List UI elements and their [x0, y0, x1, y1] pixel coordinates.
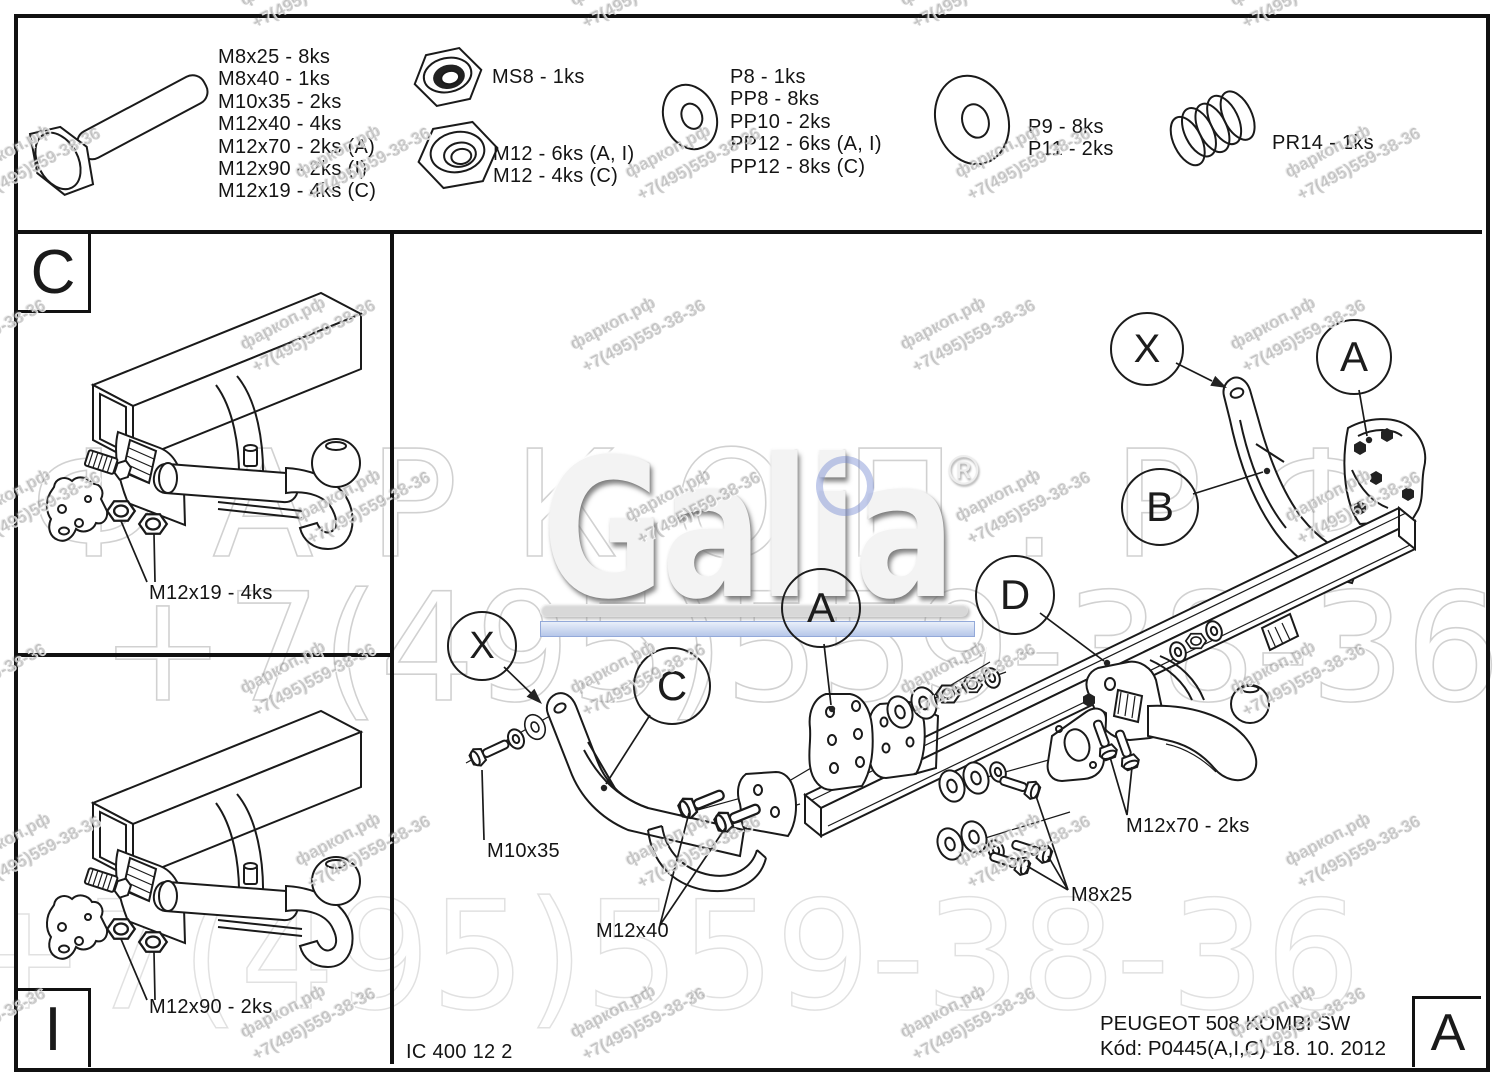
- bolt-size-item: M8x40 - 1ks: [218, 68, 331, 91]
- nut-item: M12 - 6ks (A, I): [493, 143, 635, 165]
- leader-lines: [481, 362, 1373, 926]
- right-mounting-plate: [1343, 418, 1427, 526]
- drawing-code-date: Kód: P0445(A,I,C) 18. 10. 2012: [1100, 1037, 1387, 1060]
- bolt-size-item: M8x25 - 8ks: [218, 46, 331, 68]
- bumper-plate: [1046, 707, 1108, 783]
- bolt-size-item: M12x70 - 2ks (A): [218, 135, 376, 158]
- callout-x-top: X: [1110, 312, 1184, 386]
- doc-number: IC 400 12 2: [406, 1041, 513, 1063]
- column-divider: [390, 234, 394, 1064]
- large-washer-item: P11 - 2ks: [1028, 138, 1114, 161]
- revision-corner-box: A: [1412, 996, 1481, 1067]
- panel-i-corner-box: I: [18, 988, 91, 1067]
- washer-list: P8 - 1ks PP8 - 8ks PP10 - 2ks PP12 - 6ks…: [730, 66, 882, 178]
- washer-icon: [661, 83, 719, 151]
- panel-i-letter: I: [44, 994, 62, 1064]
- spring-label: PR14 - 1ks: [1272, 132, 1374, 154]
- callout-d: D: [975, 555, 1055, 635]
- panel-i-part-label: M12x90 - 2ks: [149, 996, 273, 1018]
- callout-a-top: A: [1316, 319, 1392, 395]
- panel-c-part-label: M12x19 - 4ks: [149, 582, 273, 604]
- serrated-shim: [1260, 612, 1300, 652]
- label-m12x70: M12x70 - 2ks: [1126, 815, 1250, 837]
- washer-item: P8 - 1ks: [730, 66, 806, 88]
- tow-ball: [1147, 684, 1270, 782]
- nut-list: M12 - 6ks (A, I) M12 - 4ks (C): [493, 143, 635, 188]
- towbar-detail-c-drawing: [47, 293, 361, 582]
- washer-item: PP12 - 8ks (C): [730, 155, 866, 178]
- fastener-chain-lower: [932, 816, 1055, 878]
- callout-b: B: [1121, 468, 1199, 546]
- hex-nut-icon: [417, 120, 499, 190]
- exploded-assembly-drawing: [465, 362, 1427, 926]
- large-washer-item: P9 - 8ks: [1028, 116, 1104, 138]
- title-block: PEUGEOT 508 KOMBI SW Kód: P0445(A,I,C) 1…: [1100, 1011, 1386, 1061]
- fastener-chain-m10: [466, 710, 550, 770]
- label-m8x25: M8x25: [1071, 884, 1133, 906]
- hex-bolt-icon: [28, 74, 209, 196]
- label-m12x40: M12x40: [596, 920, 669, 942]
- callout-c: C: [633, 647, 711, 725]
- callout-a-mid: A: [781, 568, 861, 648]
- callout-x-left: X: [447, 611, 517, 681]
- bolt-size-item: M12x40 - 4ks: [218, 113, 342, 136]
- lock-nut-icon: [413, 46, 483, 108]
- large-washer-list: P9 - 8ks P11 - 2ks: [1028, 116, 1114, 161]
- left-bracket-arm: [545, 692, 767, 892]
- panel-divider: [18, 653, 390, 657]
- panel-c-letter: C: [30, 237, 76, 307]
- strip-divider: [18, 230, 1482, 234]
- nut-item: M12 - 4ks (C): [493, 165, 619, 188]
- washer-item: PP12 - 6ks (A, I): [730, 133, 882, 156]
- towbar-detail-i-drawing: [47, 711, 361, 1000]
- saddle-plate: [737, 770, 797, 838]
- vehicle-title: PEUGEOT 508 KOMBI SW: [1100, 1012, 1351, 1035]
- spring-icon: [1169, 90, 1256, 167]
- washer-item: PP10 - 2ks: [730, 110, 831, 133]
- revision-letter: A: [1430, 1004, 1466, 1062]
- panel-c-corner-box: C: [18, 234, 91, 313]
- bolt-size-item: M10x35 - 2ks: [218, 90, 342, 113]
- bolt-size-item: M12x90 - 2ks (I): [218, 157, 368, 180]
- large-washer-icon: [934, 74, 1010, 166]
- bolt-size-item: M12x19 - 4ks (C): [218, 180, 377, 203]
- lock-nut-label: MS8 - 1ks: [492, 66, 585, 88]
- bolt-size-list: M8x25 - 8ks M8x40 - 1ks M10x35 - 2ks M12…: [218, 46, 376, 203]
- washer-item: PP8 - 8ks: [730, 88, 820, 111]
- label-m10x35: M10x35: [487, 840, 560, 862]
